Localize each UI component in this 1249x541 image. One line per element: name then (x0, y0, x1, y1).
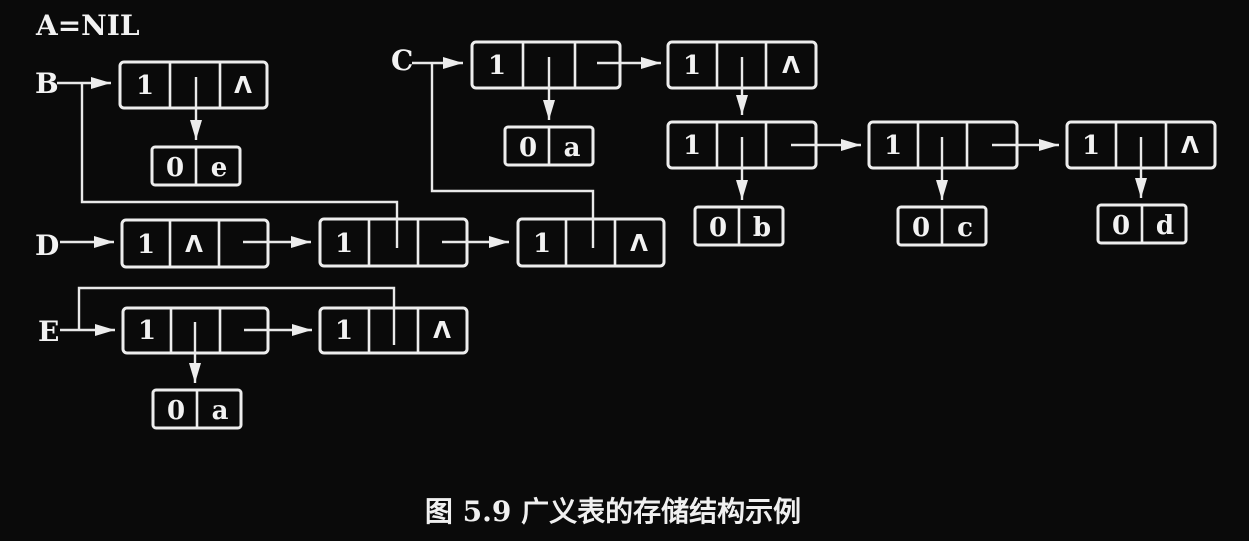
atom-a-c-value: a (564, 133, 581, 163)
atom-a-e-tag: 0 (167, 396, 185, 426)
node-b1: 1 Λ (118, 60, 269, 140)
list-c: C 1 0 a 1 Λ (391, 40, 1217, 247)
atom-b-value: b (753, 213, 771, 243)
node-b1-box (118, 60, 269, 110)
label-list-a-nil: A=NIL (35, 9, 140, 42)
node-d1-tag: 1 (137, 230, 155, 260)
list-e: E 1 1 Λ 0 a (38, 286, 469, 430)
label-list-e: E (38, 315, 59, 348)
node-b1-tag: 1 (136, 71, 154, 101)
node-cs1: 1 (666, 120, 861, 200)
d2-hp-to-list-b-line (80, 83, 399, 248)
figure-caption: 图 5.9 广义表的存储结构示例 (425, 495, 801, 528)
atom-c-value: c (957, 213, 973, 243)
node-d2: 1 (318, 217, 509, 268)
node-e2-tag: 1 (335, 316, 353, 346)
node-cs2: 1 (867, 120, 1059, 200)
d3-hp-to-list-c-line (430, 63, 595, 248)
node-cs3-tag: 1 (1082, 131, 1100, 161)
atom-b-tag: 0 (709, 213, 727, 243)
list-d: D 1 Λ 1 1 Λ (35, 63, 666, 269)
atom-node-b: 0 b (693, 205, 785, 247)
label-list-c: C (391, 44, 413, 77)
atom-a-c-tag: 0 (519, 133, 537, 163)
atom-e-value: e (211, 153, 228, 183)
node-c2-tag: 1 (683, 51, 701, 81)
node-d2-tag: 1 (335, 229, 353, 259)
node-c2: 1 Λ (666, 40, 818, 115)
atom-c-tag: 0 (912, 213, 930, 243)
node-d3-tag: 1 (533, 229, 551, 259)
atom-a-e-value: a (212, 396, 229, 426)
atom-node-d: 0 d (1096, 203, 1188, 245)
node-d3-box (516, 217, 666, 268)
e2-hp-recursive-loop-line (77, 286, 396, 345)
atom-e-tag: 0 (166, 153, 184, 183)
node-cs3-null-mark: Λ (1181, 133, 1199, 159)
node-c1-box (470, 40, 622, 90)
node-e2: 1 Λ (318, 306, 469, 355)
node-c1-tag: 1 (488, 51, 506, 81)
node-d1: 1 Λ (120, 218, 311, 269)
node-d3: 1 Λ (516, 217, 666, 268)
node-c1: 1 (470, 40, 661, 120)
list-b: B 1 Λ 0 e (35, 60, 269, 187)
node-cs1-tag: 1 (683, 131, 701, 161)
sublist-bcd: 1 0 b 1 0 c (666, 120, 1217, 247)
node-cs3: 1 Λ (1065, 120, 1217, 198)
atom-d-value: d (1156, 211, 1174, 241)
atom-node-a-of-e: 0 a (151, 388, 243, 430)
node-d3-null-mark: Λ (630, 231, 648, 257)
node-e1-tag: 1 (138, 316, 156, 346)
node-cs2-tag: 1 (884, 131, 902, 161)
label-list-b: B (35, 67, 59, 100)
node-d1-box (120, 218, 270, 269)
atom-node-c: 0 c (896, 205, 988, 247)
atom-node-a-of-c: 0 a (503, 125, 595, 167)
node-d1-null-mark: Λ (185, 232, 203, 258)
atom-node-e: 0 e (150, 145, 242, 187)
node-e1: 1 (121, 306, 312, 383)
node-e2-null-mark: Λ (433, 318, 451, 344)
node-c2-null-mark: Λ (782, 53, 800, 79)
atom-d-tag: 0 (1112, 211, 1130, 241)
node-b1-null-mark: Λ (234, 73, 252, 99)
label-list-d: D (35, 229, 59, 262)
